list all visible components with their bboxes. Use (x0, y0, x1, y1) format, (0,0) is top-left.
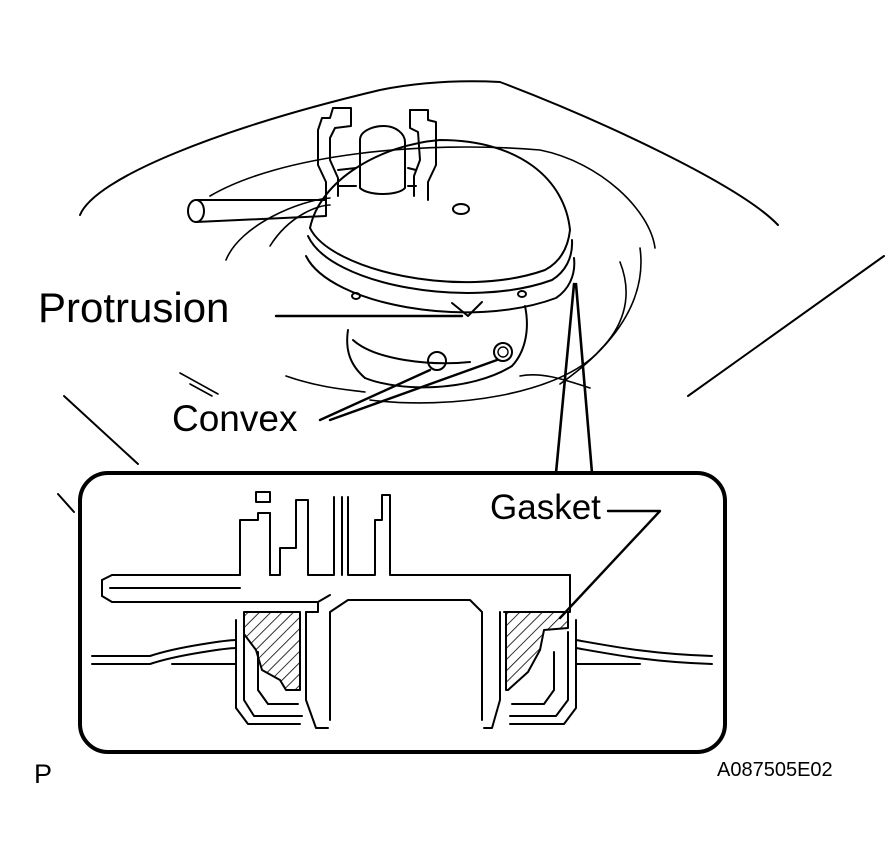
convex-label: Convex (172, 398, 298, 439)
detail-callout (78, 282, 727, 754)
gasket-label: Gasket (490, 488, 601, 527)
top-connector (317, 107, 437, 201)
view-letter: P (34, 759, 53, 789)
leader-lines (274, 314, 662, 620)
figure-code: A087505E02 (717, 759, 833, 781)
sender-body (305, 139, 576, 389)
fuel-pipe (187, 199, 327, 223)
protrusion-label: Protrusion (38, 284, 230, 331)
tank-top-outline (57, 80, 885, 513)
recess-rings (179, 146, 656, 404)
cross-section (91, 491, 713, 729)
